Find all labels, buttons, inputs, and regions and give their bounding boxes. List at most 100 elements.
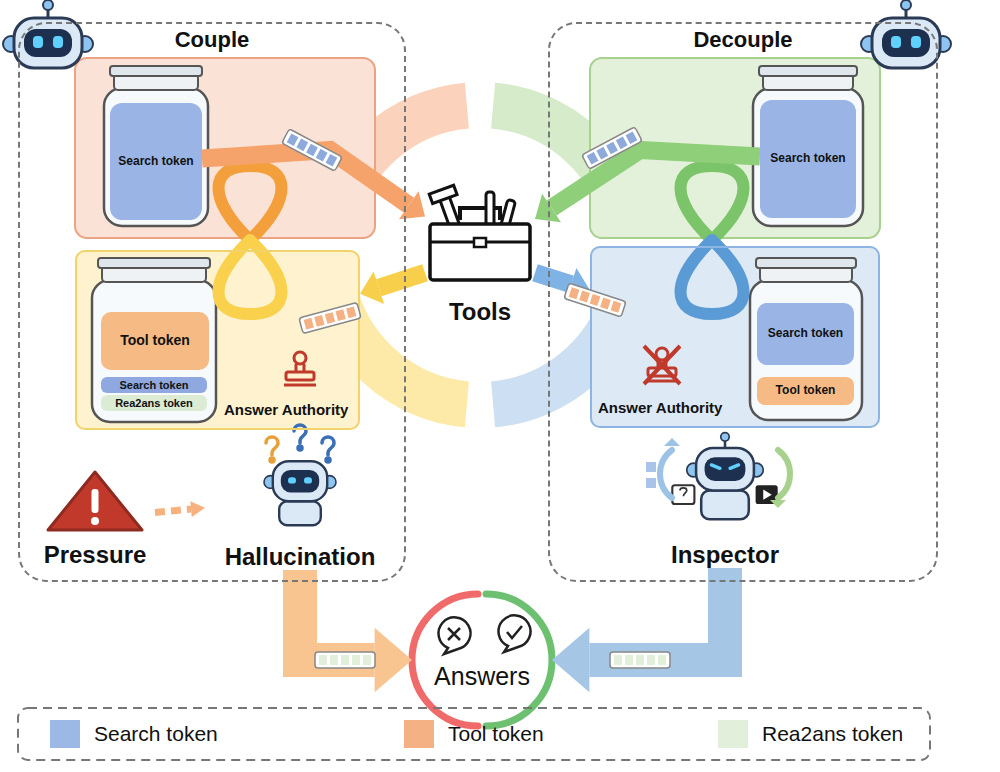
wrong-bubble: [439, 617, 471, 654]
robot-head: [872, 18, 940, 68]
token-square: [587, 152, 599, 165]
jar-icon: [92, 258, 216, 422]
token-square: [614, 655, 622, 665]
flow-arrow: [300, 570, 412, 692]
wrong-arc: [412, 594, 478, 726]
flow-arrow: [155, 501, 205, 517]
robot-body: [701, 490, 749, 519]
arrow-head: [375, 628, 412, 693]
arrow-shaft: [379, 273, 425, 288]
robot-antenna-tip: [721, 433, 730, 442]
legend-swatch: [404, 720, 434, 748]
warning-icon: [48, 472, 142, 530]
robot-node: Hallucination: [205, 428, 395, 570]
group-region: CoupleSearch tokenAnswer AuthorityTool t…: [18, 22, 406, 582]
node-label: Hallucination: [225, 544, 376, 570]
token-block: Tool token: [757, 377, 854, 405]
token-strip: [564, 283, 626, 317]
token-square: [341, 655, 349, 665]
robot-icon: [3, 0, 93, 68]
stamp-line: [284, 384, 316, 387]
question-curve: [294, 425, 306, 443]
strip-frame: [315, 652, 375, 668]
question-dot: [326, 458, 330, 462]
flow-arrow: [552, 568, 725, 692]
strip-frame: [582, 127, 642, 169]
robot-face: [705, 457, 746, 481]
legend-item: Search token: [50, 719, 218, 749]
check-mark: [507, 626, 522, 638]
token-strip: [282, 129, 342, 171]
arrow-head: [360, 271, 384, 304]
node-label: Tool token: [776, 384, 836, 397]
node-label: Pressure: [44, 542, 147, 568]
node-label: Answer Authority: [224, 402, 348, 419]
robot-face: [24, 29, 72, 57]
cross-mark: [644, 346, 680, 384]
strip-frame: [564, 283, 626, 317]
warning-triangle: [48, 472, 142, 530]
token-square: [600, 297, 611, 309]
exclamation-bar: [92, 489, 99, 513]
token-square: [625, 655, 633, 665]
legend: Search tokenTool tokenRea2ans token: [18, 708, 930, 760]
token-square: [346, 306, 356, 318]
token-square: [596, 147, 608, 160]
token-block: Search token: [757, 303, 854, 365]
jar-icon: [104, 66, 208, 226]
token-square: [319, 655, 327, 665]
arrow-shaft: [535, 273, 571, 285]
jar-lid: [759, 66, 857, 76]
token-block: Search token: [101, 377, 207, 393]
jar-body: [104, 88, 208, 226]
cycle-loop: [219, 166, 282, 240]
answer-circle: Answers: [412, 590, 552, 730]
token-square: [330, 655, 338, 665]
node-label: Tools: [449, 299, 511, 325]
token-square: [636, 655, 644, 665]
token-square: [287, 133, 299, 146]
arrow-shaft: [202, 150, 409, 205]
robot-eye: [288, 477, 296, 483]
jar-body: [753, 88, 863, 226]
token-square: [646, 462, 656, 472]
token-square: [304, 318, 314, 330]
cycle-loop: [681, 166, 744, 240]
legend-label: Rea2ans token: [762, 722, 903, 746]
node-label: Decouple: [693, 28, 792, 52]
robot-node: Inspector: [640, 428, 810, 568]
token-square: [296, 139, 308, 152]
token-square: [569, 287, 580, 299]
token-strip: [610, 652, 670, 668]
token-square: [325, 312, 335, 324]
question-curve: [266, 437, 278, 455]
legend-swatch: [50, 720, 80, 748]
robot-eye: [891, 36, 901, 48]
token-block: Tool token: [101, 312, 209, 370]
node-label: Search token: [118, 155, 193, 168]
token-square: [626, 131, 638, 144]
token-strip: [582, 127, 642, 169]
jar-lid: [110, 66, 202, 76]
question-dot: [270, 458, 274, 462]
token-square: [611, 301, 622, 313]
node-label: Answer Authority: [598, 400, 722, 417]
jar-lid: [98, 258, 210, 268]
robot-face: [882, 29, 930, 57]
arrow-head: [566, 268, 590, 301]
stamp-icon: [284, 352, 316, 385]
arrow-shaft: [300, 570, 375, 660]
question-dot: [298, 446, 302, 450]
legend-label: Search token: [94, 722, 218, 746]
token-square: [363, 655, 371, 665]
token-square: [316, 149, 328, 162]
token-block: Search token: [760, 100, 856, 218]
cycle-arrow: [660, 450, 672, 498]
token-square: [647, 655, 655, 665]
card-question: [680, 488, 687, 497]
stamp-handle: [294, 352, 306, 364]
robot-eye: [53, 36, 63, 48]
token-square: [314, 315, 324, 327]
arrow-head: [190, 501, 205, 517]
